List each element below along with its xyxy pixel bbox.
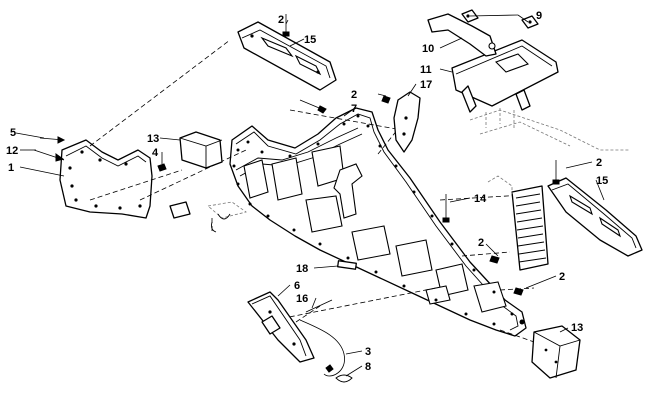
- callout-leader-lines: [15, 14, 605, 377]
- callout-label: 2: [559, 271, 565, 283]
- callout-label: 13: [571, 322, 583, 334]
- callout-label: 8: [365, 361, 371, 373]
- small-mount-bracket: [393, 91, 421, 153]
- screw-bolts-5-12: [33, 136, 66, 162]
- callout-label: 5: [10, 127, 16, 139]
- hardware-clips: [207, 201, 247, 233]
- callout-labels: 1 2 2 2 2 2 3 4 5 6 7 8 9 10 11 12 13 13…: [6, 10, 608, 373]
- callout-label: 17: [420, 79, 432, 91]
- bolt-set-2: [299, 95, 524, 296]
- callout-label: 12: [6, 145, 18, 157]
- callout-label: 7: [351, 103, 357, 115]
- callout-label: 13: [147, 133, 159, 145]
- callout-label: 1: [8, 162, 14, 174]
- callout-label: 16: [296, 293, 308, 305]
- callout-label: 6: [294, 280, 300, 292]
- left-side-plate: [59, 139, 153, 219]
- callout-label: 2: [351, 89, 357, 101]
- callout-label: 18: [296, 263, 308, 275]
- seat-mount-bracket: [427, 9, 630, 151]
- callout-label: 14: [474, 193, 487, 205]
- callout-label: 10: [422, 43, 434, 55]
- callout-label: 15: [596, 175, 608, 187]
- bolt-4: [157, 163, 167, 172]
- callout-label: 2: [596, 157, 602, 169]
- cable-assembly: [299, 299, 353, 383]
- upper-rail-bracket: [237, 14, 337, 91]
- callout-label: 3: [365, 346, 371, 358]
- heat-shield-plate: [442, 175, 549, 271]
- callout-label: 11: [420, 64, 432, 76]
- right-mount-block: [531, 325, 581, 379]
- right-rail-bracket: [547, 160, 643, 257]
- chassis-side-panel: [229, 107, 527, 337]
- callout-label: 2: [478, 237, 484, 249]
- callout-label: 4: [152, 147, 159, 159]
- left-mount-block: [169, 131, 223, 219]
- spacer-bar: [337, 260, 357, 270]
- front-bracket: [247, 291, 315, 363]
- callout-label: 2: [278, 14, 284, 26]
- callout-label: 9: [536, 10, 542, 22]
- callout-label: 15: [304, 34, 316, 46]
